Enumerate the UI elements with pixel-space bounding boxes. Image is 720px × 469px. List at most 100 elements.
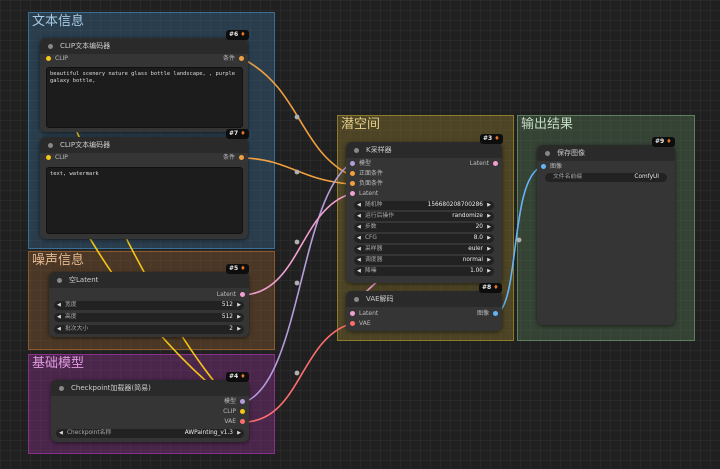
denoise-widget[interactable]: ◀ 降噪 1.00 ▶	[354, 267, 494, 276]
slot-dot[interactable]	[350, 311, 355, 316]
next-arrow-icon[interactable]: ▶	[237, 430, 241, 436]
checkpoint-name-combo[interactable]: ◀ Checkpoint名称 AWPainting_v1.3 ▶	[56, 429, 244, 438]
increment-arrow-icon[interactable]: ▶	[237, 314, 241, 320]
filename-prefix-input[interactable]: 文件名前缀 ComfyUI	[545, 173, 667, 182]
collapse-dot[interactable]	[545, 151, 550, 156]
next-arrow-icon[interactable]: ▶	[487, 246, 491, 252]
slot-dot[interactable]	[239, 155, 244, 160]
output-slot-conditioning[interactable]: 条件	[223, 55, 244, 63]
decrement-arrow-icon[interactable]: ◀	[57, 314, 61, 320]
node-header[interactable]	[49, 272, 249, 288]
node-header[interactable]	[40, 38, 248, 54]
node-header[interactable]	[346, 142, 502, 158]
slot-dot[interactable]	[541, 164, 546, 169]
slot-dot[interactable]	[240, 419, 245, 424]
node-title: CLIP文本编码器	[60, 141, 111, 149]
node-clip-text-encode-negative[interactable]: CLIP文本编码器 #7♦ CLIP 条件 text, watermark	[40, 129, 249, 239]
slot-dot[interactable]	[240, 399, 245, 404]
input-slot-latent[interactable]: Latent	[350, 190, 378, 198]
increment-arrow-icon[interactable]: ▶	[487, 235, 491, 241]
output-slot-latent[interactable]: Latent	[217, 291, 245, 299]
node-save-image[interactable]: 保存图像 #9♦ 图像 文件名前缀 ComfyUI	[537, 137, 675, 325]
reroute-dot[interactable]	[294, 114, 300, 120]
increment-arrow-icon[interactable]: ▶	[237, 326, 241, 332]
scheduler-widget[interactable]: ◀ 调度器 normal ▶	[354, 256, 494, 265]
reroute-dot[interactable]	[294, 239, 300, 245]
cfg-widget[interactable]: ◀ CFG 8.0 ▶	[354, 234, 494, 243]
output-slot-image[interactable]: 图像	[477, 310, 498, 318]
node-header[interactable]	[51, 380, 249, 396]
prev-arrow-icon[interactable]: ◀	[357, 213, 361, 219]
input-slot-clip[interactable]: CLIP	[46, 154, 68, 162]
collapse-dot[interactable]	[354, 148, 359, 153]
output-slot-vae[interactable]: VAE	[224, 418, 245, 426]
output-slot-model[interactable]: 模型	[224, 398, 245, 406]
decrement-arrow-icon[interactable]: ◀	[357, 224, 361, 230]
node-vae-decode[interactable]: VAE解码 #8♦ Latent VAE 图像	[346, 283, 502, 331]
input-slot-negative[interactable]: 负面条件	[350, 180, 383, 188]
slot-dot[interactable]	[240, 409, 245, 414]
node-empty-latent[interactable]: 空Latent #5♦ Latent ◀ 宽度 512 ▶ ◀ 高度 512 ▶…	[49, 264, 249, 337]
prompt-textarea[interactable]: beautiful scenery nature glass bottle la…	[46, 67, 243, 128]
slot-dot[interactable]	[350, 191, 355, 196]
increment-arrow-icon[interactable]: ▶	[487, 202, 491, 208]
prompt-textarea[interactable]: text, watermark	[46, 167, 243, 234]
fox-icon: ♦	[240, 373, 246, 380]
input-slot-vae[interactable]: VAE	[350, 320, 371, 328]
reroute-dot[interactable]	[294, 169, 300, 175]
seed-widget[interactable]: ◀ 随机种 156680208700286 ▶	[354, 201, 494, 210]
collapse-dot[interactable]	[48, 44, 53, 49]
output-slot-latent[interactable]: Latent	[470, 160, 498, 168]
sampler-widget[interactable]: ◀ 采样器 euler ▶	[354, 245, 494, 254]
decrement-arrow-icon[interactable]: ◀	[57, 326, 61, 332]
node-header[interactable]	[537, 145, 675, 161]
slot-dot[interactable]	[350, 181, 355, 186]
batch-size-widget[interactable]: ◀ 批次大小 2 ▶	[54, 325, 244, 334]
input-slot-positive[interactable]: 正面条件	[350, 170, 383, 178]
reroute-dot[interactable]	[294, 370, 300, 376]
input-slot-images[interactable]: 图像	[541, 163, 562, 171]
fox-icon: ♦	[494, 135, 500, 142]
collapse-dot[interactable]	[57, 278, 62, 283]
decrement-arrow-icon[interactable]: ◀	[57, 302, 61, 308]
slot-dot[interactable]	[239, 56, 244, 61]
prev-arrow-icon[interactable]: ◀	[357, 257, 361, 263]
decrement-arrow-icon[interactable]: ◀	[357, 202, 361, 208]
reroute-dot[interactable]	[516, 237, 522, 243]
next-arrow-icon[interactable]: ▶	[487, 257, 491, 263]
slot-dot[interactable]	[350, 161, 355, 166]
collapse-dot[interactable]	[48, 143, 53, 148]
node-clip-text-encode-positive[interactable]: CLIP文本编码器 #6♦ CLIP 条件 beautiful scenery …	[40, 30, 249, 132]
node-checkpoint-loader[interactable]: Checkpoint加载器(简易) #4♦ 模型 CLIP VAE ◀ Chec…	[51, 372, 249, 442]
output-slot-clip[interactable]: CLIP	[223, 408, 245, 416]
collapse-dot[interactable]	[354, 297, 359, 302]
width-widget[interactable]: ◀ 宽度 512 ▶	[54, 301, 244, 310]
reroute-dot[interactable]	[294, 280, 300, 286]
slot-dot[interactable]	[46, 155, 51, 160]
increment-arrow-icon[interactable]: ▶	[237, 302, 241, 308]
increment-arrow-icon[interactable]: ▶	[487, 268, 491, 274]
collapse-dot[interactable]	[59, 386, 64, 391]
prev-arrow-icon[interactable]: ◀	[59, 430, 63, 436]
prev-arrow-icon[interactable]: ◀	[357, 246, 361, 252]
next-arrow-icon[interactable]: ▶	[487, 213, 491, 219]
slot-dot[interactable]	[240, 292, 245, 297]
output-slot-conditioning[interactable]: 条件	[223, 154, 244, 162]
node-header[interactable]	[40, 137, 248, 153]
decrement-arrow-icon[interactable]: ◀	[357, 235, 361, 241]
slot-dot[interactable]	[493, 311, 498, 316]
input-slot-model[interactable]: 模型	[350, 160, 371, 168]
steps-widget[interactable]: ◀ 步数 20 ▶	[354, 223, 494, 232]
increment-arrow-icon[interactable]: ▶	[487, 224, 491, 230]
slot-dot[interactable]	[46, 56, 51, 61]
height-widget[interactable]: ◀ 高度 512 ▶	[54, 313, 244, 322]
slot-dot[interactable]	[493, 161, 498, 166]
input-slot-clip[interactable]: CLIP	[46, 55, 68, 63]
slot-dot[interactable]	[350, 171, 355, 176]
control-after-generate-widget[interactable]: ◀ 运行后操作 randomize ▶	[354, 212, 494, 221]
node-header[interactable]	[346, 291, 502, 307]
input-slot-latent[interactable]: Latent	[350, 310, 378, 318]
slot-dot[interactable]	[350, 321, 355, 326]
decrement-arrow-icon[interactable]: ◀	[357, 268, 361, 274]
node-ksampler[interactable]: K采样器 #3♦ 模型 正面条件 负面条件 Latent Latent ◀ 随机…	[346, 134, 503, 283]
